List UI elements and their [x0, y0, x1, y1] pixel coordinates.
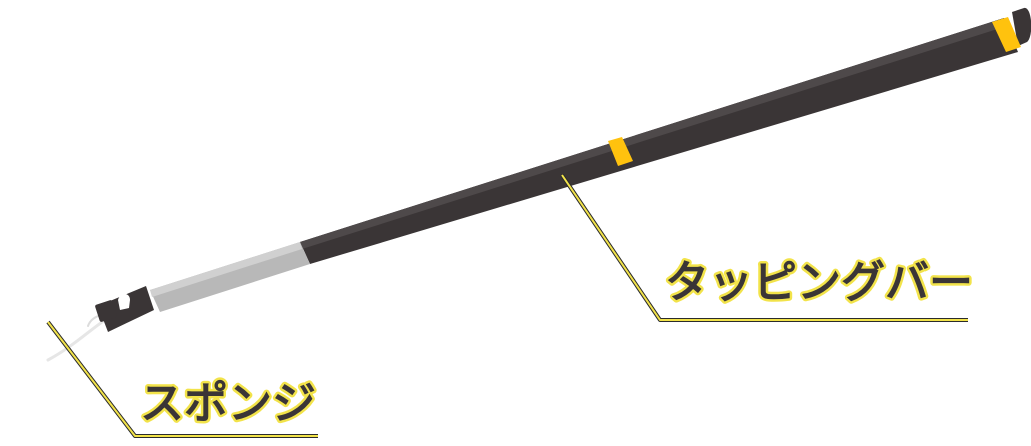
- yellow-band-middle: [608, 137, 633, 166]
- bar-head: [95, 286, 154, 332]
- tapping-bar-label: タッピングバー: [665, 257, 973, 308]
- shaft-end-cap: [1012, 7, 1031, 46]
- yellow-band-top: [992, 17, 1021, 52]
- tapping-bar-leader-line: [560, 173, 968, 322]
- tapping-bar-shaft: [300, 18, 1018, 264]
- sponge-leader-line: [46, 320, 318, 438]
- sponge-label: スポンジ: [140, 378, 316, 429]
- grip-section: [150, 242, 310, 312]
